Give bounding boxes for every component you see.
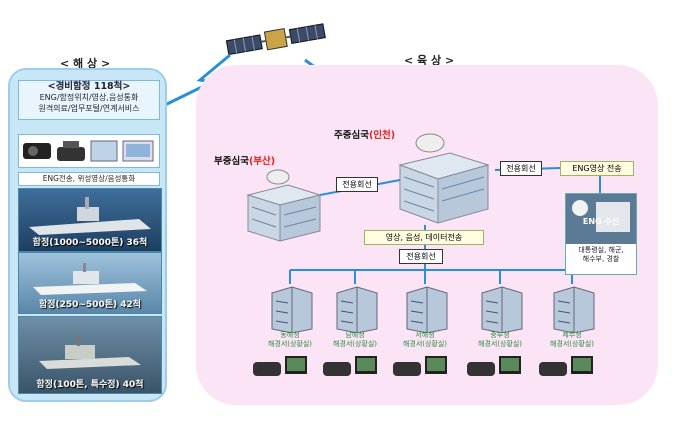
dedicated-line-label-eng: 전용회선 bbox=[500, 161, 542, 176]
phone-monitor-icon bbox=[467, 356, 521, 376]
branch-devices bbox=[245, 352, 625, 382]
eng-receive-box: ENG 수신 대통령실, 해군, 해수부, 경찰 bbox=[565, 193, 637, 275]
branch-name: 동해청 bbox=[255, 331, 325, 340]
branch-sub: 해경서(상황실) bbox=[390, 340, 460, 349]
phone-monitor-icon bbox=[393, 356, 447, 376]
branch-building-icon bbox=[393, 285, 458, 333]
branch-building-icon bbox=[258, 285, 323, 333]
branch-sub: 해경서(상황실) bbox=[465, 340, 535, 349]
branch-building-icon bbox=[323, 285, 388, 333]
dedicated-line-label-busan: 전용회선 bbox=[336, 177, 378, 192]
eng-orgs: 대통령실, 해군, 해수부, 경찰 bbox=[566, 246, 636, 264]
eng-orgs-line1: 대통령실, 해군, bbox=[566, 246, 636, 255]
dedicated-line-label-branches: 전용회선 bbox=[399, 249, 443, 264]
branch-sub: 해경서(상황실) bbox=[537, 340, 607, 349]
branch-name: 서해청 bbox=[390, 331, 460, 340]
phone-monitor-icon bbox=[539, 356, 593, 376]
data-transfer-label: 영상, 음성, 데이터전송 bbox=[364, 230, 484, 245]
eng-receive-title: ENG 수신 bbox=[566, 216, 636, 227]
branch-building-icon bbox=[540, 285, 605, 333]
branch-sub: 해경서(상황실) bbox=[255, 340, 325, 349]
eng-orgs-line2: 해수부, 경찰 bbox=[566, 255, 636, 264]
branch-sub: 해경서(상황실) bbox=[320, 340, 390, 349]
eng-video-label: ENG영상 전송 bbox=[560, 161, 634, 176]
phone-monitor-icon bbox=[253, 356, 307, 376]
branch-name: 제주청 bbox=[537, 331, 607, 340]
branch-name: 중부청 bbox=[465, 331, 535, 340]
branch-building-icon bbox=[468, 285, 533, 333]
phone-monitor-icon bbox=[323, 356, 377, 376]
branch-name: 남해청 bbox=[320, 331, 390, 340]
